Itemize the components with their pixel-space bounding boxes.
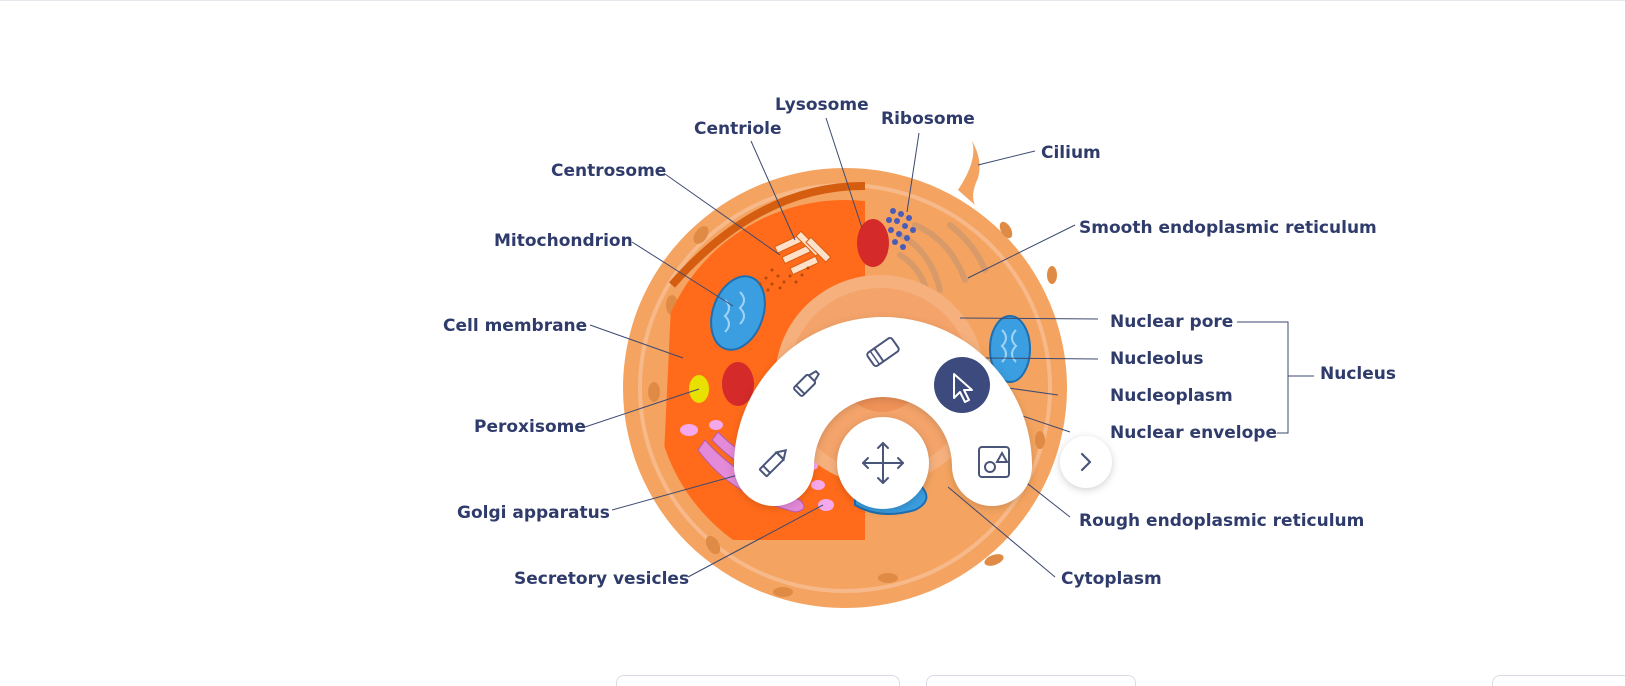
label-cell-membrane: Cell membrane [443, 316, 587, 336]
move-tool-button[interactable] [837, 417, 929, 509]
label-smooth-er: Smooth endoplasmic reticulum [1079, 218, 1377, 238]
pencil-tool-button[interactable] [758, 447, 790, 478]
pointer-tool-button[interactable] [934, 357, 990, 413]
lysosome-shape [857, 219, 889, 267]
label-nucleus: Nucleus [1320, 364, 1396, 384]
label-cilium: Cilium [1041, 143, 1101, 163]
label-centrosome: Centrosome [551, 161, 666, 181]
radial-tool-menu [734, 317, 1112, 509]
label-nucleoplasm: Nucleoplasm [1110, 386, 1233, 406]
label-centriole: Centriole [694, 119, 781, 139]
label-rough-er: Rough endoplasmic reticulum [1079, 511, 1364, 531]
label-nuclear-envelope: Nuclear envelope [1110, 423, 1277, 443]
bottom-panel-tab-3[interactable] [1492, 675, 1625, 686]
top-divider [0, 0, 1625, 1]
bottom-panel-tab-2[interactable] [926, 675, 1136, 686]
pointer-icon [953, 373, 973, 403]
label-cytoplasm: Cytoplasm [1061, 569, 1162, 589]
mitochondrion-right [989, 315, 1031, 383]
move-icon [862, 442, 904, 484]
chevron-right-icon [1080, 452, 1092, 472]
bottom-panel-tab-1[interactable] [616, 675, 900, 686]
label-secretory-vesicles: Secretory vesicles [514, 569, 689, 589]
centriole-shape [774, 230, 832, 276]
label-mitochondrion: Mitochondrion [494, 231, 633, 251]
label-peroxisome: Peroxisome [474, 417, 586, 437]
highlighter-tool-button[interactable] [793, 368, 821, 397]
centrosome-dots [758, 266, 810, 292]
cutaway-edge [668, 181, 866, 288]
cilium-shape [958, 141, 980, 205]
shapes-tool-button[interactable] [978, 446, 1010, 478]
label-golgi-apparatus: Golgi apparatus [457, 503, 610, 523]
lysosome-lower-shape [722, 362, 754, 406]
label-nuclear-pore: Nuclear pore [1110, 312, 1233, 332]
label-group: Lysosome Ribosome Centriole Cilium Centr… [443, 95, 1396, 589]
label-nucleolus: Nucleolus [1110, 349, 1204, 369]
next-chevron-button[interactable] [1060, 436, 1112, 488]
cytoplasm-spots [648, 221, 1057, 597]
eraser-tool-button[interactable] [866, 337, 900, 367]
label-lysosome: Lysosome [775, 95, 869, 115]
ribosome-dots [886, 208, 916, 250]
label-ribosome: Ribosome [881, 109, 975, 129]
